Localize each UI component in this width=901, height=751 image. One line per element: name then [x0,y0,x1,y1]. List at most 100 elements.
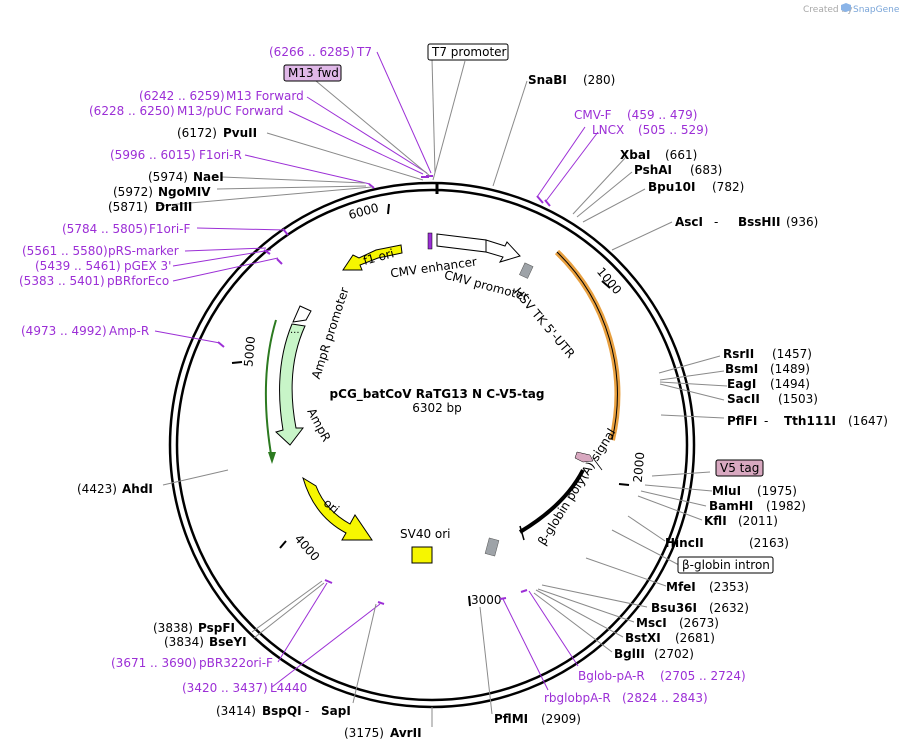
m13-fwd-box[interactable] [283,64,342,82]
primer-prs-range: (5561 .. 5580) [22,244,108,258]
enzyme-pflmi-name[interactable]: PflMI [494,712,528,726]
enzyme-sacii-pos: (1503) [778,392,818,406]
lac-marker [427,232,433,250]
primer-rbglob-name[interactable]: rbglobpA-R [544,691,611,705]
enzyme-avrii-name[interactable]: AvrII [390,726,422,740]
enzyme-pshai-name[interactable]: PshAI [634,163,672,177]
bglobin-intron-label: β-globin intron [682,558,770,572]
enzyme-drai-name[interactable]: DraIII [155,200,192,214]
ori-arrow[interactable] [302,476,373,541]
enzyme-naei-pos: (5974) [148,170,188,184]
enzyme-bspqi-name2[interactable]: SapI [321,704,351,718]
enzyme-asci-name2[interactable]: BssHII [738,215,780,229]
v5-tag-box[interactable] [715,459,764,477]
enzyme-bsu36i-name[interactable]: Bsu36I [651,601,697,615]
enzyme-bspqi-name[interactable]: BspQI [262,704,302,718]
primer-l4440-range: (3420 .. 3437) [182,681,268,695]
enzyme-mlui-name[interactable]: MluI [712,484,741,498]
sv40-ori-box[interactable] [411,546,433,564]
enzyme-kfli-name[interactable]: KflI [704,514,727,528]
enzyme-xbai-pos: (661) [665,148,697,162]
primer-f1orir-name[interactable]: F1ori-R [199,148,242,162]
enzyme-ahdi-pos: (4423) [77,482,117,496]
primer-ampr-name[interactable]: Amp-R [109,324,149,338]
ampr-arrow[interactable] [275,323,306,446]
enzyme-sacii-name[interactable]: SacII [727,392,760,406]
primer-prs-name[interactable]: pRS-marker [108,244,179,258]
hsv-tk-box[interactable] [519,262,534,279]
enzyme-pflmi-pos: (2909) [541,712,581,726]
enzyme-bspqi-sep: - [305,704,309,718]
primer-bglob-name[interactable]: Bglob-pA-R [578,669,645,683]
enzyme-pflfi-name[interactable]: PflFI [727,414,757,428]
ampr-label: AmpR [304,406,333,444]
enzyme-pshai-pos: (683) [690,163,722,177]
primer-m13fwd-range: (6242 .. 6259) [139,89,225,103]
primer-lncx-range: (505 .. 529) [638,123,708,137]
cmv-promoter-arrow[interactable] [485,239,521,263]
enzyme-bglii-name[interactable]: BglII [614,647,645,661]
bglobin-polya-label: β-globin poly(A) signal [535,426,618,548]
enzyme-snabi-pos: (280) [583,73,615,87]
primer-pbrfor-name[interactable]: pBRforEco [107,274,169,288]
ampr-promoter-arrow[interactable] [292,305,312,323]
primer-pbr322-name[interactable]: pBR322ori-F [199,656,273,670]
enzyme-ahdi-name[interactable]: AhdI [122,482,153,496]
primer-pgex-name[interactable]: pGEX 3' [124,259,171,273]
enzyme-bstxi-name[interactable]: BstXI [625,631,661,645]
enzyme-bamhi-name[interactable]: BamHI [709,499,753,513]
enzyme-hincii-name[interactable]: HincII [665,536,704,550]
f1-ori-arrow[interactable] [342,244,403,271]
primer-l4440-name[interactable]: L4440 [270,681,307,695]
enzyme-pflfi-sep: - [764,414,768,428]
enzyme-bsmi-name[interactable]: BsmI [725,362,758,376]
enzyme-asci-name[interactable]: AscI [675,215,703,229]
cmv-enhancer-arrow[interactable] [436,233,487,253]
ampr-selection-line [264,319,277,461]
enzyme-eagi-name[interactable]: EagI [727,377,756,391]
primer-lncx-name[interactable]: LNCX [592,123,624,137]
tick-label-1000: 1000 [594,265,624,297]
bglobin-polya-arc[interactable] [518,469,585,534]
enzyme-xbai-name[interactable]: XbaI [620,148,650,162]
enzyme-snabi-name[interactable]: SnaBI [528,73,567,87]
primer-rbglob-range: (2824 .. 2843) [622,691,708,705]
enzyme-drai-pos: (5871) [108,200,148,214]
credit-text: Created by [803,5,853,15]
enzyme-rsrii-pos: (1457) [772,347,812,361]
t7-promoter-box[interactable] [427,43,509,61]
gray-box-2 [484,537,500,557]
enzyme-rsrii-name[interactable]: RsrII [723,347,754,361]
enzyme-ngomiv-name[interactable]: NgoMIV [158,185,211,199]
tick-label-5000: 5000 [241,336,258,368]
enzyme-pflfi-name2[interactable]: Tth111I [784,414,836,428]
primer-m13puc-name[interactable]: M13/pUC Forward [177,104,284,118]
enzyme-pspfi-name[interactable]: PspFI [198,621,235,635]
credit-brand: SnapGene [853,5,900,15]
primer-bglob-range: (2705 .. 2724) [660,669,746,683]
enzyme-pspfi-pos: (3838) [153,621,193,635]
enzyme-pflfi-pos: (1647) [848,414,888,428]
enzyme-asci-pos: (936) [786,215,818,229]
enzyme-bseyi-name[interactable]: BseYI [209,635,247,649]
enzyme-bpu10i-name[interactable]: Bpu10I [648,180,695,194]
bglobin-intron-box[interactable] [677,556,774,574]
enzyme-bpu10i-pos: (782) [712,180,744,194]
enzyme-msci-name[interactable]: MscI [636,616,667,630]
enzyme-bsu36i-pos: (2632) [709,601,749,615]
enzyme-hincii-pos: (2163) [749,536,789,550]
v5-tag-marker[interactable] [574,451,594,463]
primer-m13puc-range: (6228 .. 6250) [89,104,175,118]
m13-fwd-label: M13 fwd [288,66,339,80]
primer-pgex-range: (5439 .. 5461) [35,259,121,273]
primer-cmvf-name[interactable]: CMV-F [574,108,612,122]
enzyme-mfei-name[interactable]: MfeI [666,580,696,594]
primer-f1orif-name[interactable]: F1ori-F [149,222,190,236]
primer-pbr322-range: (3671 .. 3690) [111,656,197,670]
primer-t7-name[interactable]: T7 [356,45,372,59]
primer-pbrfor-range: (5383 .. 5401) [19,274,105,288]
primer-m13fwd-name[interactable]: M13 Forward [226,89,304,103]
enzyme-naei-name[interactable]: NaeI [193,170,224,184]
enzyme-pvuii-name[interactable]: PvuII [223,126,257,140]
